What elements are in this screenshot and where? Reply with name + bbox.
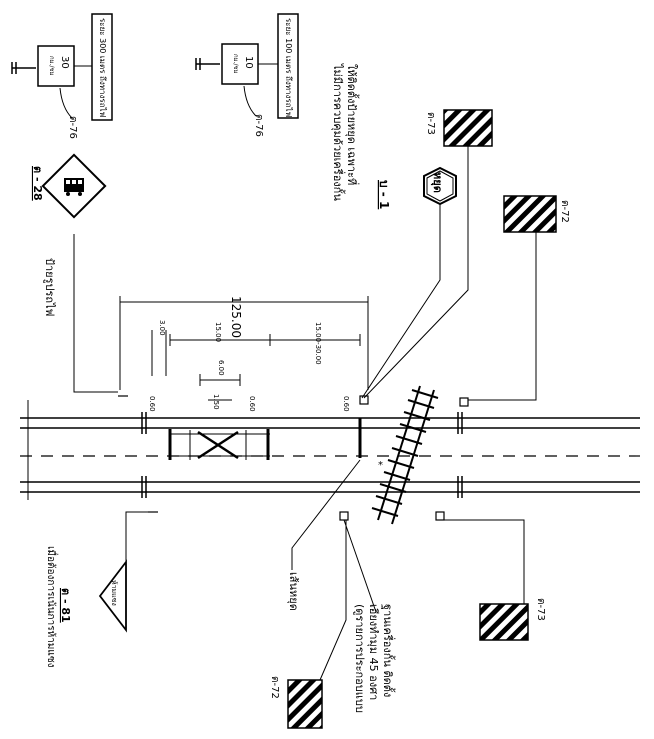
dim-060-a: 0.60 <box>148 396 156 412</box>
label-t72-top: ต-72 <box>559 200 570 223</box>
n1-note-line1: ให้ติดตั้งป้ายหยุด เฉพาะที่ <box>345 64 360 185</box>
label-t76-b: ต-76 <box>253 114 264 137</box>
speed-unit-30: กม./ชม <box>48 56 55 76</box>
road <box>20 400 640 500</box>
dimension-lines <box>119 296 369 401</box>
dim-060-c: 0.60 <box>342 396 350 412</box>
dim-6: 6.00 <box>217 360 225 376</box>
pavement-rxr-marking <box>168 418 362 460</box>
sign-t72-top <box>468 195 557 401</box>
stop-line-note: เส้นหยุด <box>287 572 300 611</box>
label-t72-bottom: ต-72 <box>269 676 280 699</box>
label-t81: ต - 81 <box>59 588 72 623</box>
n1-note-line2: ไม่มีการควบคุมด้วยเครื่องกั้น <box>331 63 346 201</box>
stop-line-leader <box>291 459 361 570</box>
label-t73-bottom: ต-73 <box>535 598 546 621</box>
dim-150: 1.50 <box>212 394 220 410</box>
stop-sign-text: หยุด <box>430 172 444 193</box>
sign-t72-bottom <box>287 520 347 729</box>
label-n1: บ - 1 <box>377 180 391 209</box>
sign-t73-bottom <box>440 519 529 641</box>
speed-unit-10: กม./ชม <box>232 54 239 74</box>
angle-note: เอียงทำมุม 45 องศา <box>367 604 380 700</box>
detail-note: (ดูรายการประกอบแบบ <box>353 604 366 713</box>
t81-note: เมื่อต้องการเน้นการห้ามแซง <box>45 546 59 668</box>
sign-t28-diamond <box>41 153 118 393</box>
railway-track: * <box>371 385 439 525</box>
sign-n1-stop <box>361 166 457 399</box>
sign-t73-top <box>363 109 493 399</box>
speed-value-30: 30 <box>59 56 70 69</box>
label-t28: ต - 28 <box>31 166 44 201</box>
board-300: ระยะ 300 เมตร ถึงทางรถไฟ <box>98 18 107 118</box>
speed-sign-10 <box>195 13 299 119</box>
board-100: ระยะ 100 เมตร ถึงทางรถไฟ <box>284 18 293 118</box>
dim-total: 125.00 <box>229 296 243 338</box>
dim-060-b: 0.60 <box>248 396 256 412</box>
speed-value-10: 10 <box>243 56 254 69</box>
barrier-note: ฐานเครื่องกั้น ติดตั้ง <box>381 604 396 697</box>
sign-t81-triangle <box>98 511 150 633</box>
svg-text:*: * <box>378 460 383 471</box>
barrier-leader <box>343 519 377 613</box>
dim-range: 15.00-30.00 <box>314 322 322 365</box>
dim-3: 3.00 <box>158 320 166 336</box>
speed-sign-30 <box>11 13 113 121</box>
label-t76-a: ต-76 <box>67 116 78 139</box>
t81-sign-text: ห้ามแซง <box>110 580 118 606</box>
label-t73-top: ต-73 <box>425 112 436 135</box>
t28-note: ป้ายรูปรถไฟ <box>43 258 56 316</box>
dim-15: 15.00 <box>214 322 222 342</box>
